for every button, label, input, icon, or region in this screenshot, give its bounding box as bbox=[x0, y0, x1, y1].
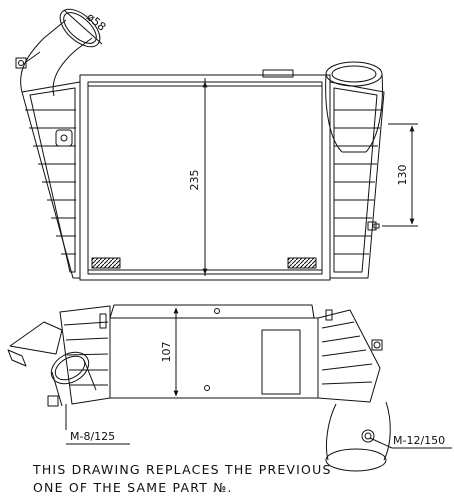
bottom-right-tank bbox=[317, 309, 391, 472]
note-line-1: THIS DRAWING REPLACES THE PREVIOUS bbox=[33, 462, 332, 477]
leader-left-bolt bbox=[65, 404, 130, 445]
label-right-bolt: M-12/150 bbox=[393, 434, 445, 447]
bottom-left-tank bbox=[7, 305, 111, 407]
left-inlet-pipe bbox=[15, 8, 101, 97]
label-outlet-spacing: 130 bbox=[396, 165, 409, 186]
right-tank bbox=[329, 81, 385, 279]
bottom-core bbox=[109, 304, 319, 399]
right-outlet-pipe bbox=[325, 61, 383, 153]
dimension-inlet-diameter bbox=[63, 9, 103, 45]
left-tank bbox=[21, 81, 81, 279]
label-inlet-diameter: ø58 bbox=[84, 10, 108, 33]
label-bottom-height: 107 bbox=[160, 342, 173, 363]
leader-right-bolt bbox=[369, 437, 452, 449]
top-view bbox=[15, 8, 385, 281]
bottom-view bbox=[7, 304, 391, 472]
label-core-height: 235 bbox=[188, 170, 201, 191]
dimension-outlet-spacing bbox=[382, 123, 418, 227]
label-left-bolt: M-8/125 bbox=[70, 430, 115, 443]
note-line-2: ONE OF THE SAME PART №. bbox=[33, 480, 233, 495]
